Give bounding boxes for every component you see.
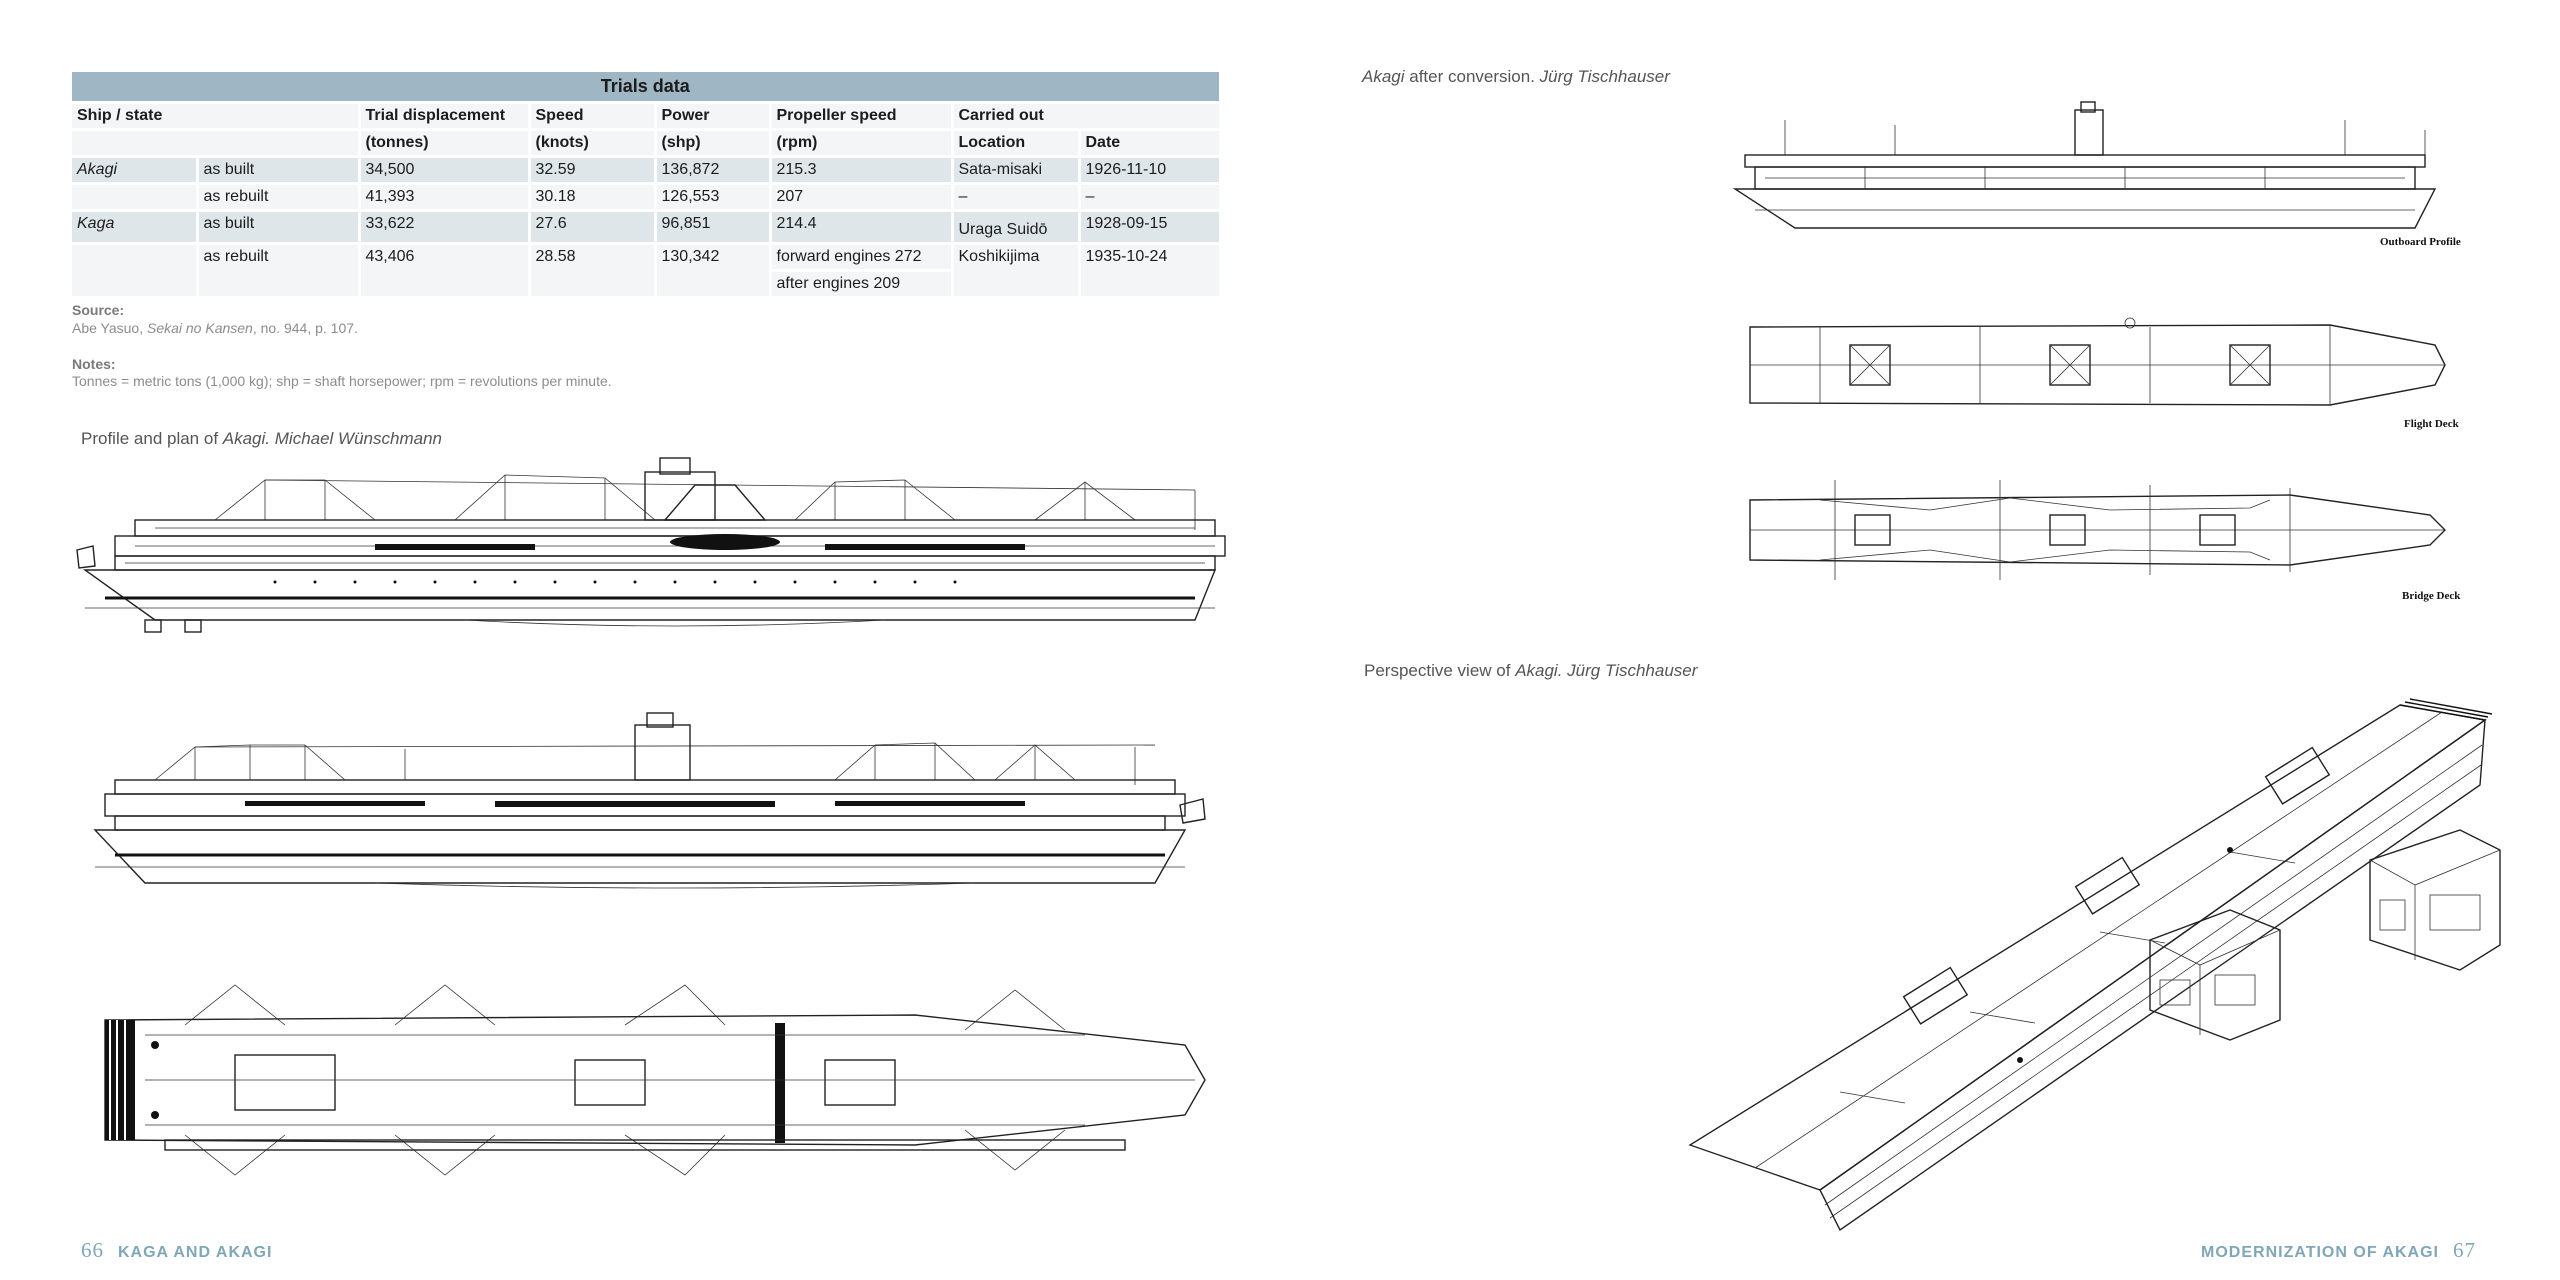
cell-state: as built <box>197 210 361 245</box>
table-row: Akagi as built 34,500 32.59 136,872 215.… <box>72 156 1222 185</box>
cell-displacement: 43,406 <box>359 243 531 299</box>
cell-propeller: 215.3 <box>770 156 954 185</box>
unit-propeller: (rpm) <box>770 129 954 158</box>
page-number-left: 66 <box>81 1238 104 1262</box>
table-title: Trials data <box>72 72 1222 104</box>
cell-displacement: 34,500 <box>359 156 531 185</box>
source-text: Abe Yasuo, Sekai no Kansen, no. 944, p. … <box>72 320 358 336</box>
header-date: Date <box>1079 129 1222 158</box>
flight-deck-plan-drawing <box>104 984 1206 1176</box>
label-outboard-profile: Outboard Profile <box>2380 236 2461 248</box>
header-power: Power <box>655 102 772 131</box>
ship-profile-drawing-2 <box>93 712 1206 889</box>
perspective-view-drawing <box>1688 698 2501 1232</box>
caption-sep: . <box>265 429 275 448</box>
table-row: Kaga as built 33,622 27.6 96,851 214.4 U… <box>72 210 1222 245</box>
cell-displacement: 33,622 <box>359 210 531 245</box>
label-flight-deck: Flight Deck <box>2404 418 2459 430</box>
unit-displacement: (tonnes) <box>359 129 531 158</box>
cell-propeller-after: after engines 209 <box>776 275 901 292</box>
source-author: Abe Yasuo, <box>72 320 147 336</box>
caption-credit: Jürg Tischhauser <box>1539 67 1670 86</box>
header-location: Location <box>952 129 1081 158</box>
header-displacement: Trial displacement <box>359 102 531 131</box>
unit-power: (shp) <box>655 129 772 158</box>
cell-displacement: 41,393 <box>359 183 531 212</box>
caption-mid: after conversion. <box>1404 67 1540 86</box>
caption-ship: Akagi <box>1515 661 1558 680</box>
caption-credit: Jürg Tischhauser <box>1567 661 1698 680</box>
cell-power: 126,553 <box>655 183 772 212</box>
source-label: Source: <box>72 302 125 318</box>
caption-credit: Michael Wünschmann <box>274 429 442 448</box>
cell-ship: Akagi <box>72 156 199 185</box>
header-propeller: Propeller speed <box>770 102 954 131</box>
cell-propeller: 214.4 <box>770 210 954 245</box>
cell-location: Uraga Suidō <box>952 210 1081 245</box>
caption-pre: Profile and plan of <box>81 429 223 448</box>
cell-state: as built <box>197 156 361 185</box>
cell-state: as rebuilt <box>197 183 361 212</box>
cell-speed: 28.58 <box>529 243 657 299</box>
header-carried-out: Carried out <box>952 102 1222 131</box>
source-rest: , no. 944, p. 107. <box>252 320 358 336</box>
cell-speed: 30.18 <box>529 183 657 212</box>
ship-profile-drawing-1 <box>76 457 1226 633</box>
table-row: as rebuilt 41,393 30.18 126,553 207 – – <box>72 183 1222 212</box>
trials-table: Trials data Ship / state Trial displacem… <box>72 72 1222 299</box>
cell-propeller: forward engines 272 after engines 209 <box>770 243 954 299</box>
outboard-profile-drawing <box>1732 101 2437 229</box>
cell-ship <box>72 243 199 299</box>
caption-perspective: Perspective view of Akagi. Jürg Tischhau… <box>1364 661 1697 681</box>
running-head-right: MODERNIZATION OF AKAGI <box>2201 1244 2439 1261</box>
unit-speed: (knots) <box>529 129 657 158</box>
label-bridge-deck: Bridge Deck <box>2402 590 2461 602</box>
cell-date: 1935-10-24 <box>1079 243 1222 299</box>
cell-date: 1928-09-15 <box>1079 210 1222 245</box>
unit-blank <box>72 129 361 158</box>
notes-label: Notes: <box>72 356 116 372</box>
cell-propeller-forward: forward engines 272 <box>771 245 951 272</box>
caption-pre: Perspective view of <box>1364 661 1516 680</box>
cell-ship: Kaga <box>72 210 199 245</box>
cell-location: Sata-misaki <box>952 156 1081 185</box>
header-speed: Speed <box>529 102 657 131</box>
caption-profile-plan: Profile and plan of Akagi. Michael Wünsc… <box>81 429 442 449</box>
cell-speed: 27.6 <box>529 210 657 245</box>
cell-location: Koshikijima <box>952 243 1081 299</box>
caption-ship: Akagi <box>222 429 266 448</box>
page-number-right: 67 <box>2453 1238 2476 1262</box>
cell-location: – <box>952 183 1081 212</box>
folio-left: 66 KAGA AND AKAGI <box>81 1238 272 1263</box>
header-ship-state: Ship / state <box>72 102 361 131</box>
cell-date: – <box>1079 183 1222 212</box>
cell-power: 96,851 <box>655 210 772 245</box>
bridge-deck-drawing <box>1749 480 2446 580</box>
cell-propeller: 207 <box>770 183 954 212</box>
table-row: as rebuilt 43,406 28.58 130,342 forward … <box>72 243 1222 299</box>
cell-power: 130,342 <box>655 243 772 299</box>
cell-power: 136,872 <box>655 156 772 185</box>
folio-right: MODERNIZATION OF AKAGI 67 <box>2201 1238 2476 1263</box>
cell-date: 1926-11-10 <box>1079 156 1222 185</box>
caption-after-conversion: Akagi after conversion. Jürg Tischhauser <box>1362 67 1670 87</box>
cell-state: as rebuilt <box>197 243 361 299</box>
cell-speed: 32.59 <box>529 156 657 185</box>
running-head-left: KAGA AND AKAGI <box>118 1244 273 1261</box>
source-work: Sekai no Kansen <box>146 320 253 336</box>
flight-deck-drawing <box>1749 317 2446 406</box>
notes-text: Tonnes = metric tons (1,000 kg); shp = s… <box>72 373 612 389</box>
caption-ship: Akagi <box>1362 67 1405 86</box>
caption-sep: . <box>1557 661 1568 680</box>
cell-ship <box>72 183 199 212</box>
